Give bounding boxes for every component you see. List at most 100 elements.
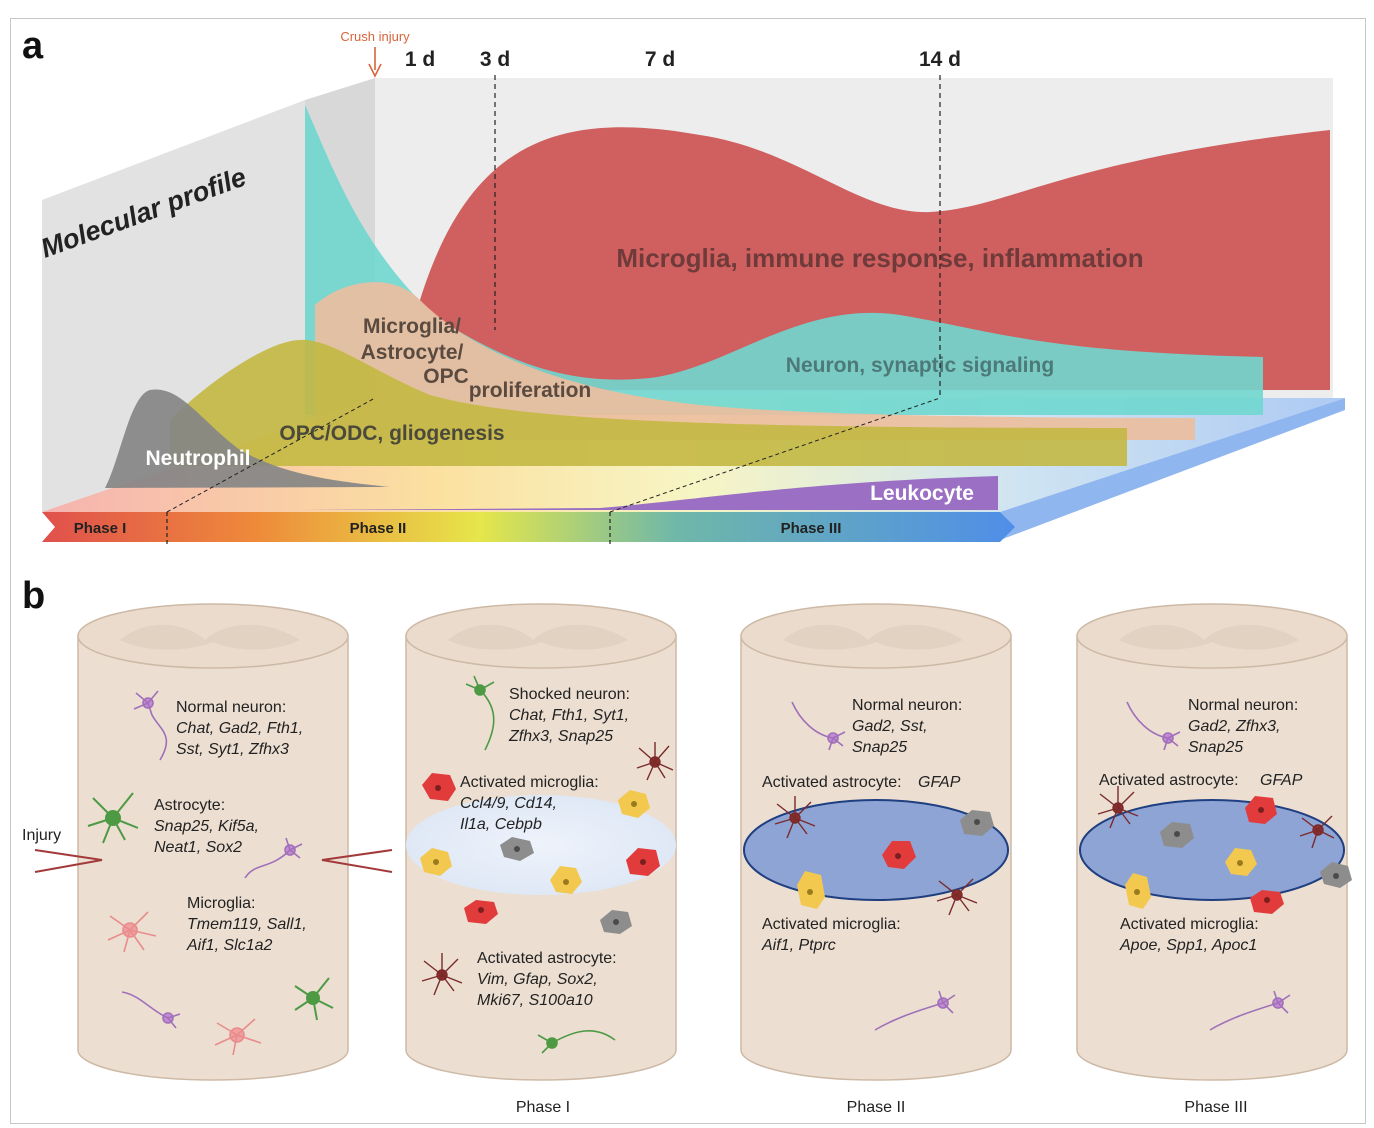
activated-astrocyte-icon [1097, 786, 1139, 829]
area-neutrophil [105, 389, 390, 488]
area-leukocyte [298, 476, 998, 510]
crush-arrow-icon [368, 63, 382, 78]
caption-phase-1: Phase I [516, 1099, 570, 1116]
area-opc [170, 339, 1127, 466]
activated-microglia-icon [797, 871, 825, 909]
phase-label-1: Phase I [74, 520, 127, 537]
activated-astrocyte-icon [421, 953, 463, 996]
activated-microglia-icon [420, 848, 452, 876]
phase-label-2: Phase II [350, 520, 407, 537]
microglia-icon [214, 1018, 262, 1056]
injury-pincer-right-icon [321, 849, 393, 873]
activated-astrocyte-icon [774, 796, 816, 839]
c3-astro-title: Activated astrocyte: [762, 774, 902, 791]
c4-neuron-title: Normal neuron: [1188, 697, 1298, 714]
c1-astro-genes-2: Neat1, Sox2 [154, 839, 242, 856]
neuron-icon [874, 990, 956, 1031]
shocked-neuron-icon [537, 1029, 616, 1054]
phase-divider-2-diag [609, 397, 941, 513]
astrocyte-icon [87, 792, 139, 844]
floor-edge [1000, 398, 1345, 540]
astrocyte-icon [294, 977, 334, 1021]
c1-micro-genes-1: Tmem119, Sall1, [187, 916, 307, 933]
activated-microglia-icon [1320, 862, 1352, 888]
caption-phase-2: Phase II [847, 1099, 906, 1116]
cord-phase-1 [405, 603, 677, 1081]
c3-astro-genes: GFAP [918, 774, 961, 791]
c2-micro-genes-1: Ccl4/9, Cd14, [460, 795, 557, 812]
panel-b-label: b [22, 575, 45, 617]
c2-neuron-title: Shocked neuron: [509, 686, 630, 703]
activated-astrocyte-icon [1299, 815, 1335, 849]
activated-microglia-icon [1225, 848, 1257, 876]
neuron-icon [121, 991, 181, 1029]
cord-phase-3 [1076, 603, 1348, 1081]
c2-neuron-genes-2: Zfhx3, Snap25 [508, 728, 613, 745]
activated-microglia-icon [464, 900, 498, 924]
cord-normal [77, 603, 349, 1081]
activated-microglia-icon [1125, 873, 1151, 909]
activated-microglia-icon [960, 810, 994, 836]
c1-neuron-genes-2: Sst, Syt1, Zfhx3 [176, 741, 289, 758]
lesion-phase-3 [1079, 799, 1345, 901]
c2-astro-title: Activated astrocyte: [477, 950, 617, 967]
c2-astro-genes-1: Vim, Gfap, Sox2, [477, 971, 598, 988]
neuron-icon [133, 690, 168, 761]
c1-micro-genes-2: Aif1, Slc1a2 [186, 937, 272, 954]
area-proliferation [315, 282, 1195, 440]
activated-microglia-icon [882, 841, 916, 869]
c3-micro-title: Activated microglia: [762, 916, 901, 933]
activated-microglia-icon [550, 866, 582, 894]
phase-bar [42, 512, 1015, 542]
microglia-icon [107, 911, 157, 953]
day-14: 14 d [919, 48, 961, 71]
day-3: 3 d [480, 48, 510, 71]
shocked-neuron-icon [465, 675, 495, 751]
c1-neuron-title: Normal neuron: [176, 699, 286, 716]
c4-micro-title: Activated microglia: [1120, 916, 1259, 933]
activated-microglia-icon [1245, 796, 1277, 824]
injury-label: Injury [22, 827, 61, 844]
day-1: 1 d [405, 48, 435, 71]
c4-neuron-genes-1: Gad2, Zfhx3, [1188, 718, 1281, 735]
c4-neuron-genes-2: Snap25 [1188, 739, 1243, 756]
activated-microglia-icon [1250, 890, 1284, 914]
phase-divider-1-diag [166, 397, 376, 513]
activated-microglia-icon [626, 848, 660, 876]
neuron-icon [1209, 990, 1291, 1031]
label-opc: OPC/ODC, gliogenesis [279, 422, 504, 445]
activated-microglia-icon [500, 837, 534, 861]
activated-microglia-icon [422, 773, 456, 801]
phase-label-3: Phase III [781, 520, 842, 537]
label-proliferation-4: proliferation [469, 379, 592, 402]
area-microglia [420, 127, 1330, 390]
neuron-icon [244, 837, 303, 879]
activated-astrocyte-icon [636, 742, 674, 781]
c2-neuron-genes-1: Chat, Fth1, Syt1, [509, 707, 629, 724]
c1-neuron-genes-1: Chat, Gad2, Fth1, [176, 720, 303, 737]
c1-astro-title: Astrocyte: [154, 797, 225, 814]
activated-microglia-icon [600, 910, 632, 934]
c3-micro-genes: Aif1, Ptprc [761, 937, 836, 954]
label-proliferation-3: OPC [423, 365, 469, 388]
c4-astro-title: Activated astrocyte: [1099, 772, 1239, 789]
lesion-phase-1 [406, 795, 676, 895]
activated-microglia-icon [618, 790, 650, 818]
c2-micro-title: Activated microglia: [460, 774, 599, 791]
label-microglia: Microglia, immune response, inflammation [616, 243, 1143, 273]
c4-astro-genes: GFAP [1260, 772, 1303, 789]
c3-neuron-genes-2: Snap25 [852, 739, 907, 756]
c3-neuron-title: Normal neuron: [852, 697, 962, 714]
neuron-icon [791, 701, 846, 751]
neuron-icon [1126, 701, 1181, 751]
cord-phase-2 [740, 603, 1012, 1081]
day-7: 7 d [645, 48, 675, 71]
label-proliferation-1: Microglia/ [363, 315, 461, 338]
label-leukocyte: Leukocyte [870, 482, 974, 505]
label-neutrophil: Neutrophil [146, 447, 251, 470]
label-proliferation-2: Astrocyte/ [361, 341, 464, 364]
c2-micro-genes-2: Il1a, Cebpb [460, 816, 542, 833]
c2-astro-genes-2: Mki67, S100a10 [477, 992, 593, 1009]
label-neuron: Neuron, synaptic signaling [786, 354, 1054, 377]
